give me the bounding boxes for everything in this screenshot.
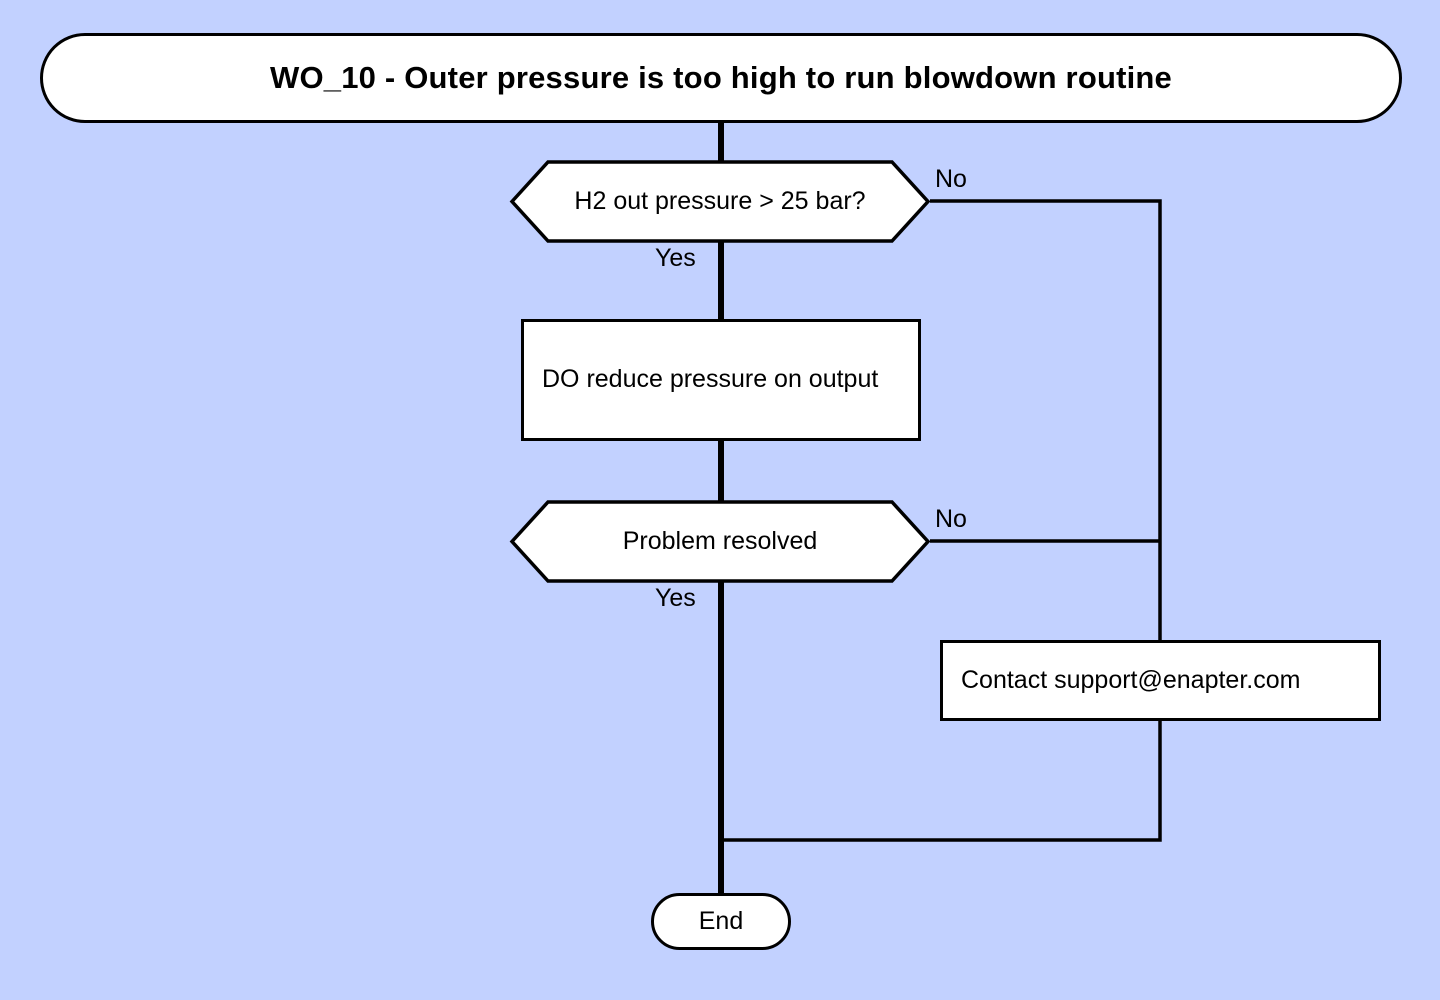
node-title: WO_10 - Outer pressure is too high to ru…: [40, 33, 1402, 123]
node-decision2-label: Problem resolved: [622, 527, 818, 555]
edge-decision1-no-to-support: [930, 199, 1162, 640]
node-process-reduce-pressure: DO reduce pressure on output: [521, 319, 921, 441]
decision1-hexagon-shape: [509, 160, 931, 243]
node-contact-support: Contact support@enapter.com: [940, 640, 1381, 721]
node-decision-h2-out-pressure: H2 out pressure > 25 bar?: [509, 160, 931, 243]
node-title-label: WO_10 - Outer pressure is too high to ru…: [269, 60, 1173, 95]
node-end: End: [651, 893, 791, 950]
node-process1-label: DO reduce pressure on output: [542, 365, 879, 394]
node-decision-problem-resolved: Problem resolved: [509, 500, 931, 583]
edge-support-to-end: [722, 721, 1162, 842]
edge-label-decision1-no: No: [935, 165, 967, 193]
edge-label-decision1-yes: Yes: [655, 244, 696, 272]
node-end-label: End: [698, 907, 744, 935]
node-decision1-label: H2 out pressure > 25 bar?: [574, 187, 866, 215]
decision2-hexagon-shape: [509, 500, 931, 583]
edge-label-decision2-no: No: [935, 505, 967, 533]
node-support-label: Contact support@enapter.com: [961, 665, 1301, 694]
edge-label-decision2-yes: Yes: [655, 584, 696, 612]
